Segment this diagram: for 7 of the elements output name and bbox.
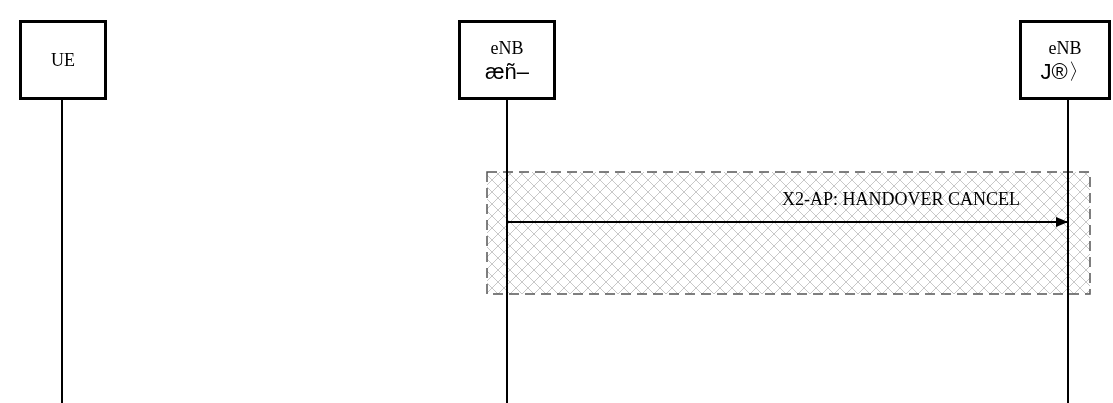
message-arrow bbox=[506, 217, 1069, 227]
participant-name: UE bbox=[51, 49, 75, 72]
participant-subtitle: J®〉 bbox=[1040, 60, 1090, 84]
participant-name: eNB bbox=[490, 37, 524, 60]
message-label: X2-AP: HANDOVER CANCEL bbox=[782, 189, 1020, 210]
participant-name: eNB bbox=[1048, 37, 1082, 60]
participant-subtitle: æñ– bbox=[484, 60, 529, 84]
